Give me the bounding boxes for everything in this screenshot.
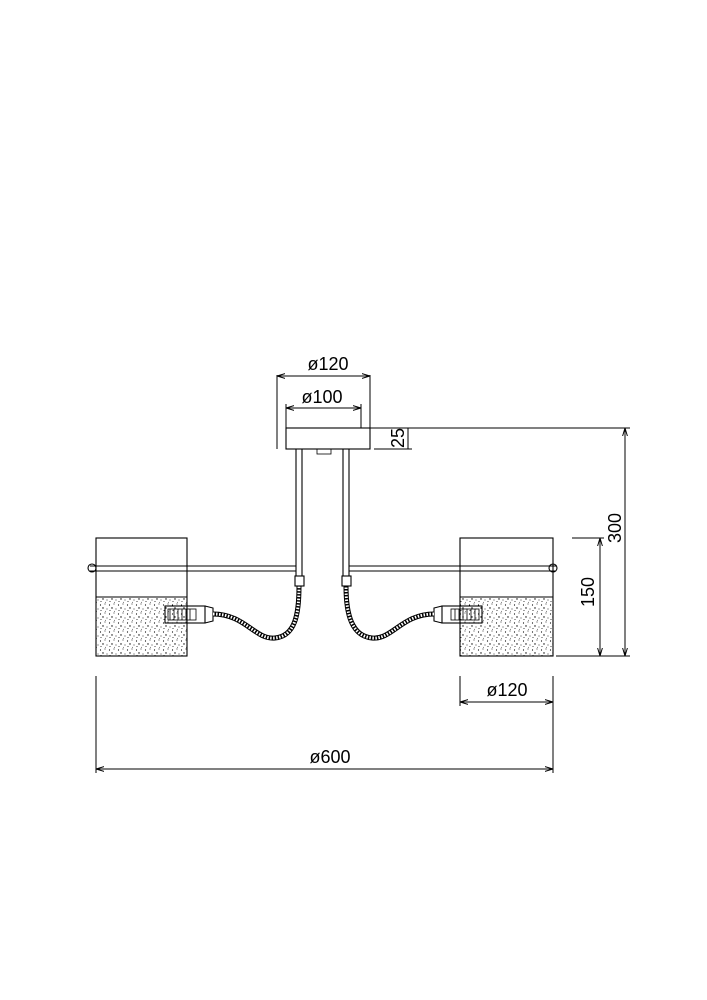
dim-canopy-height: 25 (370, 427, 412, 450)
dim-shade-diameter: ø120 (459, 676, 554, 706)
dim-canopy-height-label: 25 (388, 428, 408, 448)
dim-total-width-label: ø600 (309, 747, 350, 767)
horizontal-arm (87, 563, 558, 573)
dim-shade-height-label: 150 (578, 577, 598, 607)
dim-shade-diameter-label: ø120 (486, 680, 527, 700)
dim-canopy-outer: ø120 (276, 354, 371, 449)
dim-total-width: ø600 (95, 676, 554, 773)
dim-total-height-label: 300 (605, 513, 625, 543)
ceiling-canopy (285, 427, 371, 455)
dim-canopy-outer-label: ø120 (307, 354, 348, 374)
dim-canopy-inner: ø100 (285, 387, 362, 428)
right-shade (459, 537, 554, 657)
left-shade (95, 537, 188, 657)
braided-cables (212, 585, 435, 641)
dim-canopy-inner-label: ø100 (301, 387, 342, 407)
dim-shade-height: 150 (572, 537, 604, 657)
vertical-rods (294, 449, 352, 587)
